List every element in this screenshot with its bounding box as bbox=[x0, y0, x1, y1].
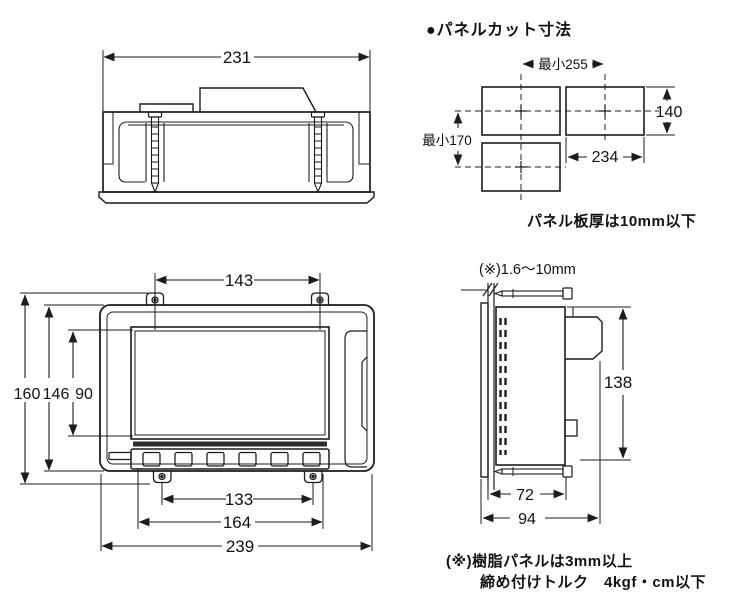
mount-tab-bottom-left bbox=[152, 471, 172, 484]
front-flange bbox=[98, 191, 375, 204]
cutout-min-pitch-y-dim: 最小170 bbox=[422, 133, 472, 148]
front-width-overall-dim: 239 bbox=[226, 537, 254, 556]
front-bezel bbox=[99, 304, 375, 472]
footnote-resin-panel: (※)樹脂パネルは3mm以上 bbox=[446, 553, 633, 570]
side-height-dim: 138 bbox=[604, 373, 632, 392]
case-body-side bbox=[495, 306, 566, 466]
vent-slots bbox=[499, 318, 507, 455]
panel-cut-diagram: 最小255 最小170 140 234 bbox=[422, 57, 682, 203]
bezel-side bbox=[480, 302, 489, 478]
side-view-drawing: (※)1.6～10mm 138 72 94 bbox=[461, 262, 632, 528]
front-bottom-mount-pitch-dim: 133 bbox=[225, 490, 253, 509]
front-top-mount-pitch-dim: 143 bbox=[225, 271, 253, 290]
top-cover-bump-small bbox=[139, 103, 194, 112]
top-cover-bump-large bbox=[199, 87, 317, 113]
side-depth-overall-dim: 94 bbox=[518, 511, 536, 528]
front-key-3 bbox=[206, 451, 225, 467]
front-height-overall-dim: 160 bbox=[14, 386, 41, 403]
side-door bbox=[344, 330, 368, 468]
front-key-4 bbox=[238, 451, 257, 467]
side-depth-mounting-dim: 72 bbox=[516, 487, 534, 504]
panel-cut-title: ●パネルカット寸法 bbox=[426, 22, 573, 39]
panel-thickness-note: パネル板厚は10mm以下 bbox=[527, 213, 697, 230]
key-strip bbox=[130, 448, 330, 470]
side-slot bbox=[108, 451, 132, 461]
front-key-5 bbox=[270, 451, 289, 467]
front-view-drawing: 143 160 146 90 133 164 bbox=[14, 271, 375, 556]
panel-wall bbox=[487, 283, 495, 490]
cutout-width-dim: 234 bbox=[592, 149, 619, 166]
panel-thickness-range-label: (※)1.6～10mm bbox=[479, 262, 576, 278]
mount-tab-bottom-right bbox=[303, 471, 323, 484]
top-view-width-dim: 231 bbox=[223, 48, 251, 67]
clamp-screw-top-side bbox=[493, 287, 573, 300]
clamp-screw-bottom-side bbox=[493, 465, 573, 478]
front-bottom-span-dim: 164 bbox=[223, 513, 251, 532]
footnote-torque: 締め付けトルク 4kgf・cm以下 bbox=[480, 574, 707, 591]
display-window bbox=[130, 326, 330, 440]
front-height-case-dim: 146 bbox=[43, 386, 70, 403]
rear-tab bbox=[564, 419, 578, 437]
top-view-drawing: 231 bbox=[98, 48, 375, 204]
front-height-display-dim: 90 bbox=[75, 386, 93, 403]
cutout-min-pitch-x-dim: 最小255 bbox=[538, 57, 588, 72]
front-key-2 bbox=[174, 451, 193, 467]
front-key-1 bbox=[142, 451, 161, 467]
terminal-cover bbox=[565, 316, 603, 360]
mounting-clamp-screw-right bbox=[308, 111, 328, 194]
louver-band bbox=[133, 441, 327, 447]
front-key-6 bbox=[302, 451, 321, 467]
mounting-clamp-screw-left bbox=[145, 111, 165, 194]
cutout-height-dim: 140 bbox=[656, 104, 683, 121]
footnotes: (※)樹脂パネルは3mm以上 締め付けトルク 4kgf・cm以下 bbox=[446, 551, 706, 593]
